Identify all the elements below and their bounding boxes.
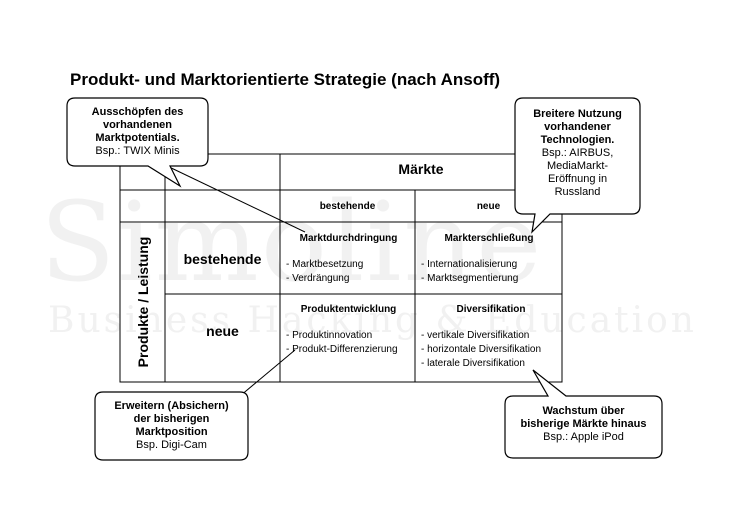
col-new-markets: neue — [476, 201, 501, 212]
quadrant-title: Markterschließung — [444, 233, 534, 244]
quadrant-title: Diversifikation — [456, 304, 526, 315]
list-item: - horizontale Diversifikation — [421, 344, 542, 355]
markets-header: Märkte — [398, 161, 444, 177]
callout-top-left: Ausschöpfen des vorhandenen Marktpotenti… — [91, 106, 184, 157]
row-existing-products: bestehende — [183, 251, 262, 267]
quadrant-market-penetration: Marktdurchdringung - Marktbesetzung - Ve… — [286, 232, 411, 286]
quadrant-title: Marktdurchdringung — [299, 233, 398, 244]
list-item: - Internationalisierung — [421, 259, 518, 270]
quadrant-product-development: Produktentwicklung - Produktinnovation -… — [286, 303, 411, 357]
callout-bubble-top-right — [514, 97, 641, 234]
callout-top-right: Breitere Nutzung vorhandener Technologie… — [533, 108, 622, 198]
list-item: - Produktinnovation — [286, 330, 373, 341]
list-item: - Marktsegmentierung — [421, 273, 519, 284]
diagram-title: Produkt- und Marktorientierte Strategie … — [70, 70, 501, 89]
quadrant-diversification: Diversifikation - vertikale Diversifikat… — [421, 303, 561, 371]
list-item: - Marktbesetzung — [286, 259, 364, 270]
quadrant-market-development: Markterschließung - Internationalisierun… — [421, 232, 557, 286]
list-item: - Verdrängung — [286, 273, 350, 284]
col-existing-markets: bestehende — [319, 201, 376, 212]
list-item: - laterale Diversifikation — [421, 358, 525, 369]
callout-bottom-left: Erweitern (Absichern) der bisherigen Mar… — [114, 400, 229, 451]
callout-bubble-top-left — [66, 97, 209, 188]
list-item: - vertikale Diversifikation — [421, 330, 530, 341]
products-header: Produkte / Leistung — [134, 236, 151, 368]
callout-bubble-bottom-right — [504, 369, 663, 459]
callout-bubble-bottom-left — [94, 391, 249, 461]
callout-bottom-right: Wachstum über bisherige Märkte hinaus Bs… — [520, 405, 647, 443]
row-new-products: neue — [206, 323, 239, 339]
list-item: - Produkt-Differenzierung — [286, 344, 398, 355]
quadrant-title: Produktentwicklung — [300, 304, 397, 315]
